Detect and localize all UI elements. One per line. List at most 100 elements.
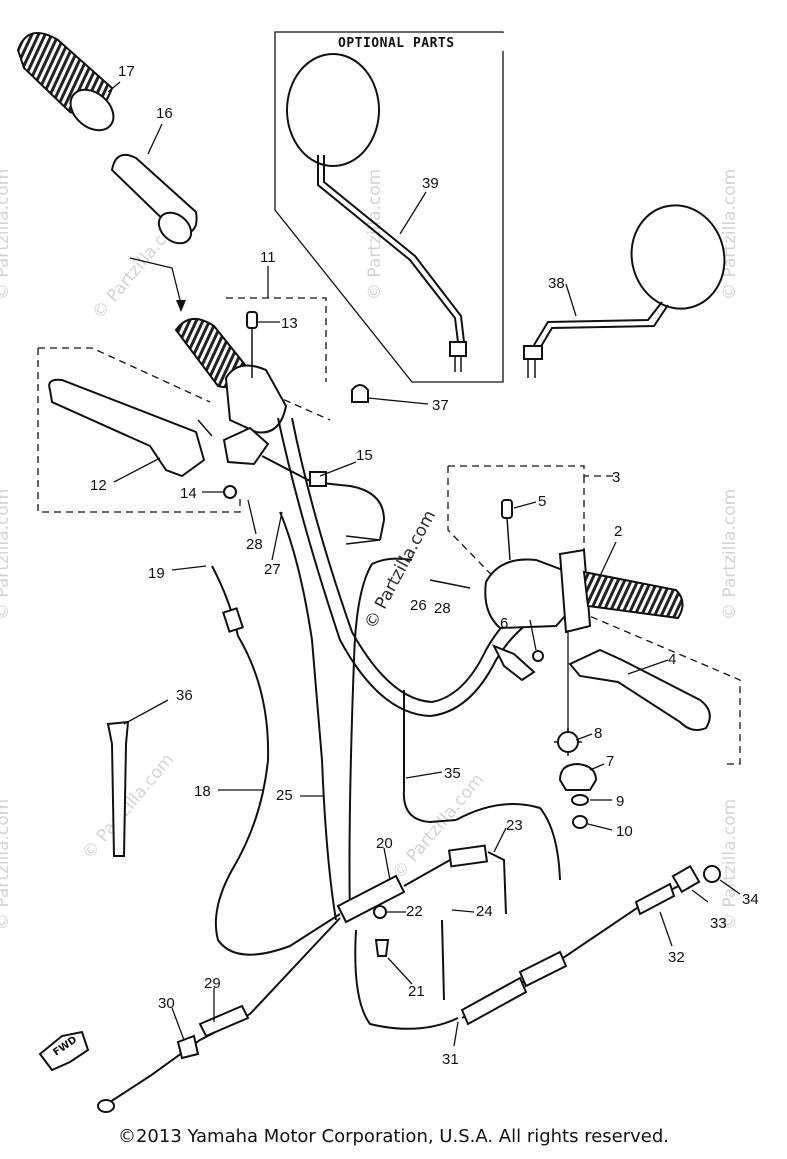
assembly-arrow-line bbox=[129, 257, 181, 301]
callout-5: 5 bbox=[538, 493, 546, 510]
callout-20: 20 bbox=[376, 835, 393, 852]
leader-35 bbox=[405, 771, 443, 779]
leader-6 bbox=[529, 619, 537, 651]
leader-5 bbox=[513, 501, 537, 509]
callout-10: 10 bbox=[616, 823, 633, 840]
leader-4 bbox=[627, 659, 669, 675]
optional-parts-box: OPTIONAL PARTS bbox=[274, 31, 505, 383]
nut-34 bbox=[703, 865, 721, 883]
wire-15-ends bbox=[345, 535, 381, 545]
leader-24 bbox=[451, 909, 475, 913]
clutch-lever-12 bbox=[48, 378, 213, 478]
callout-27: 27 bbox=[264, 561, 281, 578]
cables bbox=[211, 511, 561, 1030]
junction-cable bbox=[403, 859, 451, 887]
partzilla-watermark: © Partzilla.com bbox=[361, 507, 440, 632]
bracket-3 bbox=[448, 465, 616, 477]
watermark-text: © Partzilla.com bbox=[0, 489, 13, 620]
mirror-39 bbox=[286, 53, 467, 372]
callout-39: 39 bbox=[422, 175, 439, 192]
callout-23: 23 bbox=[506, 817, 523, 834]
right-switch-assembly bbox=[429, 465, 741, 765]
cable-24-lower bbox=[441, 919, 445, 1001]
left-switch-assembly bbox=[37, 297, 369, 513]
plug-37 bbox=[351, 384, 369, 403]
leader-21 bbox=[387, 957, 413, 985]
leader-7 bbox=[589, 763, 605, 771]
callout-37: 37 bbox=[432, 397, 449, 414]
watermark-text: © Partzilla.com bbox=[720, 489, 740, 620]
leader-37 bbox=[367, 397, 429, 405]
junction-box-20 bbox=[336, 874, 406, 924]
screw-5-shaft bbox=[506, 517, 511, 561]
washer-22 bbox=[373, 905, 387, 919]
mirror-base-38 bbox=[523, 345, 543, 360]
leader-20 bbox=[383, 847, 391, 881]
nut-14 bbox=[223, 485, 237, 499]
mirror-thread-39 bbox=[454, 356, 462, 372]
leader-34 bbox=[719, 879, 741, 895]
cable-35 bbox=[402, 690, 457, 824]
leader-23 bbox=[493, 827, 507, 853]
gear-8-teeth bbox=[554, 728, 582, 756]
cable-29-line bbox=[109, 917, 341, 1103]
mirror-stem-38 bbox=[533, 301, 663, 346]
callout-17: 17 bbox=[118, 63, 135, 80]
callout-18: 18 bbox=[194, 783, 211, 800]
leader-12 bbox=[113, 457, 161, 483]
fwd-arrow: FWD bbox=[38, 1030, 90, 1072]
grip-end-17 bbox=[69, 88, 115, 132]
cable-adjuster-23 bbox=[447, 844, 489, 868]
left-switch-housing bbox=[224, 364, 288, 434]
brake-lever-4 bbox=[568, 648, 711, 731]
cable-24 bbox=[487, 851, 507, 915]
optional-parts-label-bg bbox=[335, 33, 505, 51]
bracket-12 bbox=[37, 348, 241, 513]
callout-13: 13 bbox=[281, 315, 298, 332]
cable-29-spring bbox=[198, 1004, 250, 1038]
leader-38 bbox=[565, 283, 577, 317]
callouts: 17 16 11 13 37 12 14 15 28 27 19 3 5 2 2… bbox=[90, 63, 759, 1068]
lever-body-4 bbox=[568, 648, 711, 731]
callout-28a: 28 bbox=[246, 536, 263, 553]
callout-38: 38 bbox=[548, 275, 565, 292]
callout-30: 30 bbox=[158, 995, 175, 1012]
callout-35: 35 bbox=[444, 765, 461, 782]
callout-8: 8 bbox=[594, 725, 602, 742]
leader-15 bbox=[319, 461, 357, 477]
callout-25: 25 bbox=[276, 787, 293, 804]
callout-32: 32 bbox=[668, 949, 685, 966]
throttle-grip-end bbox=[558, 548, 592, 634]
callout-36: 36 bbox=[176, 687, 193, 704]
callout-24: 24 bbox=[476, 903, 493, 920]
fitting-33 bbox=[671, 864, 701, 894]
cable-32-spring bbox=[634, 882, 676, 916]
nut-6 bbox=[532, 650, 544, 662]
cable-25 bbox=[279, 511, 337, 921]
throttle-sleeve-16 bbox=[110, 154, 198, 245]
leader-28a bbox=[247, 499, 257, 535]
callout-11: 11 bbox=[260, 249, 276, 266]
watermark-text: © Partzilla.com bbox=[720, 169, 740, 300]
cable-18 bbox=[211, 565, 341, 956]
cable-25-upper bbox=[348, 557, 413, 921]
mirror-base-39 bbox=[449, 341, 467, 357]
callout-9: 9 bbox=[616, 793, 624, 810]
cable-29-end bbox=[97, 1099, 115, 1113]
leader-17 bbox=[107, 81, 121, 93]
bolt-21 bbox=[374, 939, 390, 957]
screw-13 bbox=[246, 311, 258, 329]
watermark-text: © Partzilla.com bbox=[79, 750, 179, 863]
right-grip-2 bbox=[582, 570, 684, 620]
nut-30 bbox=[176, 1034, 200, 1060]
leader-19 bbox=[171, 565, 207, 571]
callout-3: 3 bbox=[612, 469, 620, 486]
callout-16: 16 bbox=[156, 105, 173, 122]
copyright-notice: ©2013 Yamaha Motor Corporation, U.S.A. A… bbox=[117, 1126, 670, 1147]
leader-10 bbox=[587, 823, 613, 831]
leader-32 bbox=[659, 911, 673, 947]
grip-17 bbox=[16, 31, 115, 132]
leader-39 bbox=[399, 191, 427, 235]
leader-8 bbox=[575, 733, 593, 741]
bracket-11 bbox=[226, 297, 327, 382]
